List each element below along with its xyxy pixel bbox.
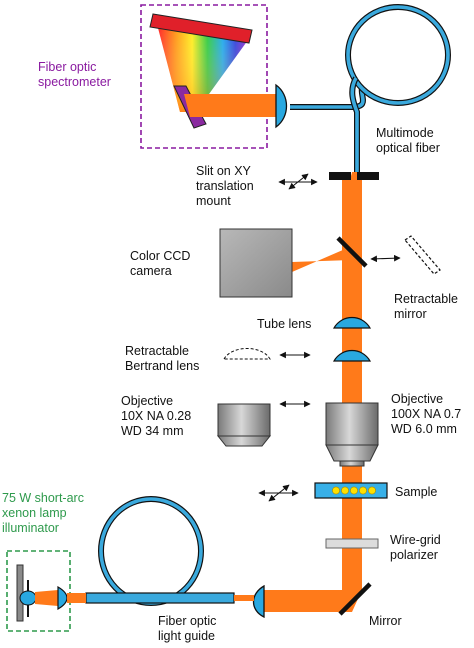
illuminator-label: 75 W short-arc xenon lamp illuminator bbox=[2, 491, 84, 536]
mirror-label-line1: Mirror bbox=[369, 614, 402, 628]
xenon-lamp bbox=[16, 564, 37, 622]
objective-10x-label: Objective 10X NA 0.28 WD 34 mm bbox=[121, 394, 191, 439]
guide-input-beam bbox=[67, 593, 86, 603]
diffraction-grating bbox=[149, 13, 253, 44]
slit-xy-arrows bbox=[278, 173, 318, 190]
illuminator-lens bbox=[57, 585, 68, 611]
light-guide-label: Fiber optic light guide bbox=[158, 614, 216, 644]
mirror-label: Mirror bbox=[369, 614, 402, 629]
retractable-mirror-label-line2: mirror bbox=[394, 307, 427, 321]
wire-grid-polarizer bbox=[325, 538, 379, 549]
objective-10x-label-line3: WD 34 mm bbox=[121, 424, 184, 438]
tube-lens bbox=[332, 316, 372, 329]
sample-holder bbox=[314, 482, 388, 499]
objective-10x-label-line1: Objective bbox=[121, 394, 174, 408]
illuminator-label-line3: illuminator bbox=[2, 521, 59, 535]
slit-label-line2: translation bbox=[196, 179, 254, 193]
bottom-mirror bbox=[338, 582, 372, 616]
illuminator-label-line2: xenon lamp bbox=[2, 506, 67, 520]
spectrometer-label: Fiber optic spectrometer bbox=[38, 60, 111, 90]
objective-10x bbox=[216, 403, 272, 447]
slit-right-blade bbox=[357, 172, 379, 180]
multimode-fiber-label-line2: optical fiber bbox=[376, 141, 440, 155]
polarizer-label: Wire-grid polarizer bbox=[390, 533, 441, 563]
bertrand-lens-label-line2: Bertrand lens bbox=[125, 359, 200, 373]
retractable-mirror-label-line1: Retractable bbox=[394, 292, 458, 306]
spectrometer-beam bbox=[184, 94, 277, 117]
retracted-bertrand-lens bbox=[223, 348, 271, 360]
slit-label-line1: Slit on XY bbox=[196, 164, 251, 178]
tube-lens-label-line1: Tube lens bbox=[257, 317, 312, 331]
retracted-mirror-position bbox=[404, 235, 441, 275]
ccd-camera bbox=[219, 228, 293, 298]
collimating-lens bbox=[252, 584, 265, 619]
sample-label-line1: Sample bbox=[395, 485, 438, 499]
bertrand-lens bbox=[332, 349, 372, 362]
objective-10x-label-line2: 10X NA 0.28 bbox=[121, 409, 192, 423]
illuminator-beam bbox=[35, 590, 58, 606]
fiber-light-guide bbox=[85, 496, 235, 606]
spectrometer-label-line1: Fiber optic bbox=[38, 60, 97, 74]
sample-xy-arrows bbox=[258, 484, 299, 502]
multimode-fiber-label: Multimode optical fiber bbox=[376, 126, 440, 156]
multimode-fiber bbox=[290, 4, 451, 172]
spectrometer-lens bbox=[275, 83, 288, 129]
slit-label-line3: mount bbox=[196, 194, 231, 208]
bertrand-lens-label-line1: Retractable bbox=[125, 344, 189, 358]
ccd-camera-label: Color CCD camera bbox=[130, 249, 190, 279]
guide-output-beam bbox=[234, 595, 254, 601]
objective-100x-label-line3: WD 6.0 mm bbox=[391, 422, 457, 436]
polarizer-label-line1: Wire-grid bbox=[390, 533, 441, 547]
polarizer-label-line2: polarizer bbox=[390, 548, 438, 562]
spectrometer-label-line2: spectrometer bbox=[38, 75, 111, 89]
tube-lens-label: Tube lens bbox=[257, 317, 311, 332]
objective-100x-label: Objective 100X NA 0.7 WD 6.0 mm bbox=[391, 392, 461, 437]
ccd-camera-label-line1: Color CCD bbox=[130, 249, 191, 263]
retractable-mirror-label: Retractable mirror bbox=[394, 292, 458, 322]
sample-label: Sample bbox=[395, 485, 437, 500]
objective-100x bbox=[325, 402, 379, 467]
mirror-move-arrow bbox=[370, 254, 401, 263]
bottom-horizontal-beam bbox=[264, 590, 362, 612]
illuminator-label-line1: 75 W short-arc bbox=[2, 491, 84, 505]
multimode-fiber-label-line1: Multimode bbox=[376, 126, 434, 140]
spectrometer-box bbox=[140, 4, 268, 149]
ccd-camera-label-line2: camera bbox=[130, 264, 172, 278]
slit-left-blade bbox=[329, 172, 351, 180]
retractable-mirror bbox=[336, 236, 368, 268]
light-guide-label-line2: light guide bbox=[158, 629, 215, 643]
objective-100x-label-line2: 100X NA 0.7 bbox=[391, 407, 462, 421]
camera-beam bbox=[292, 246, 352, 272]
objective-100x-label-line1: Objective bbox=[391, 392, 444, 406]
light-guide-label-line1: Fiber optic bbox=[158, 614, 217, 628]
slit-label: Slit on XY translation mount bbox=[196, 164, 254, 209]
bertrand-lens-label: Retractable Bertrand lens bbox=[125, 344, 199, 374]
